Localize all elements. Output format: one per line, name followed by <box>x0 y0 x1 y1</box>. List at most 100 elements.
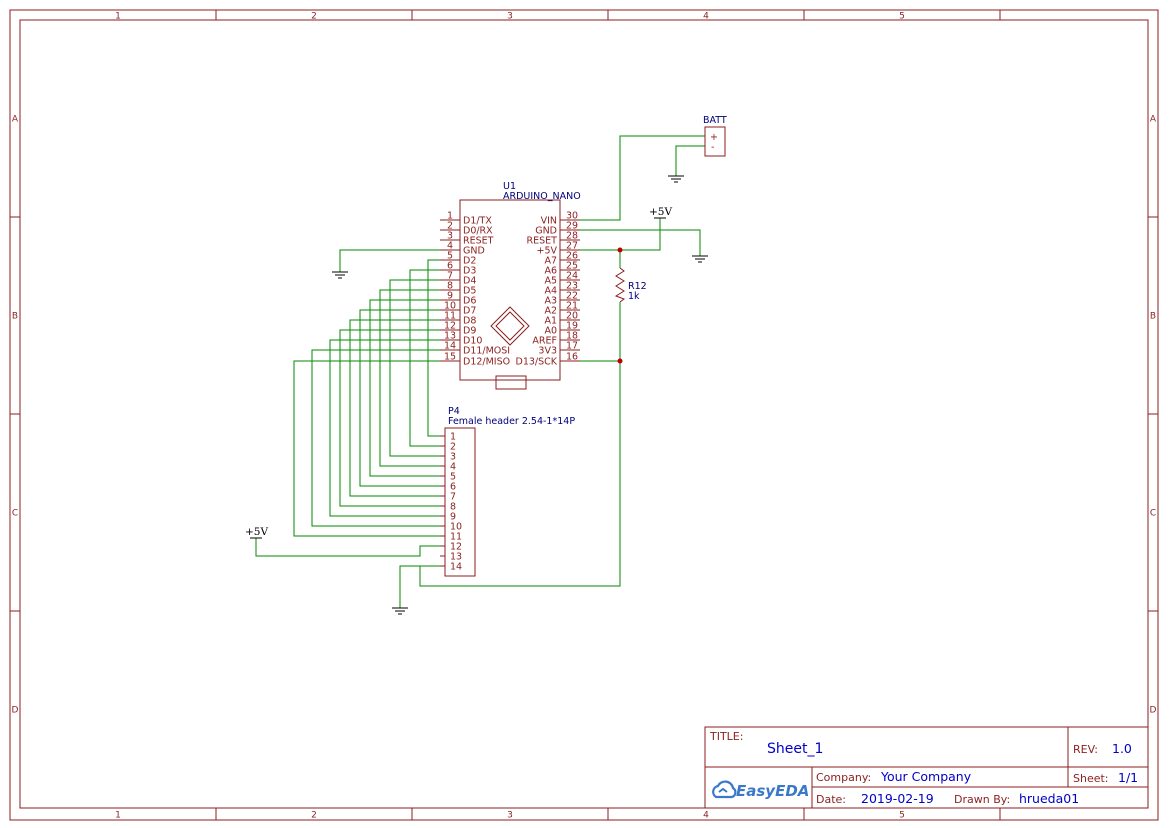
wire-d9 <box>339 329 440 507</box>
frame-column-label: 3 <box>507 811 513 821</box>
wire-d5 <box>379 289 440 467</box>
u1-pin-name: VIN <box>541 216 557 227</box>
ground-batt <box>668 175 684 183</box>
title-label: TITLE: <box>709 730 743 743</box>
company-value: Your Company <box>880 769 972 784</box>
wire-header12-5v <box>255 538 440 557</box>
batt-designator: BATT <box>703 115 727 126</box>
u1-pin-name: D5 <box>463 286 476 297</box>
u1-pin-name: A3 <box>544 296 557 307</box>
batt-body <box>704 126 726 157</box>
power-5v-left: +5V <box>245 526 268 539</box>
frame-row-label: C <box>1150 509 1156 519</box>
u1-pin-number: 18 <box>566 331 578 342</box>
rev-value: 1.0 <box>1112 741 1132 756</box>
u1-pin-name: D0/RX <box>463 226 493 237</box>
power-5v-top: +5V <box>649 206 672 219</box>
u1-pin-number: 1 <box>447 211 453 222</box>
u1-pin-name: A2 <box>544 306 557 317</box>
u1-pin-name: D3 <box>463 266 476 277</box>
u1-pin-name: +5V <box>536 246 557 257</box>
wire-header13 <box>399 565 440 608</box>
component-r12: R12 1k <box>614 267 647 303</box>
u1-pin-name: D9 <box>463 326 476 337</box>
cloud-icon <box>712 780 737 799</box>
frame-column-label: 4 <box>703 811 709 821</box>
title-value: Sheet_1 <box>767 741 823 757</box>
u1-pin-name: D2 <box>463 256 476 267</box>
p4-pin-number: 3 <box>450 452 456 463</box>
p4-body <box>444 427 476 577</box>
u1-pin-name: A7 <box>544 256 557 267</box>
junctions <box>617 247 623 364</box>
u1-pin-number: 29 <box>566 221 578 232</box>
frame-column-label: 1 <box>115 12 121 22</box>
p4-pin-number: 13 <box>450 552 462 563</box>
u1-pin-number: 19 <box>566 321 578 332</box>
u1-pin-name: D11/MOSI <box>463 346 510 357</box>
p4-pin-number: 12 <box>450 542 462 553</box>
u1-pin-number: 24 <box>566 271 578 282</box>
wire-d4 <box>389 279 440 457</box>
batt-plus: + <box>710 132 718 143</box>
u1-pin-name: RESET <box>527 236 558 247</box>
u1-pin-number: 13 <box>444 331 456 342</box>
sheet-value: 1/1 <box>1118 770 1138 785</box>
u1-pin-number: 27 <box>566 241 578 252</box>
wire-gnd-29 <box>580 229 701 256</box>
u1-pin-number: 10 <box>444 301 456 312</box>
power-5v-left-label: +5V <box>245 526 268 538</box>
u1-pin-name: D12/MISO <box>463 357 510 368</box>
u1-pin-number: 5 <box>447 251 453 262</box>
frame-column-label: 2 <box>311 12 317 22</box>
u1-pin-name: 3V3 <box>538 346 557 357</box>
frame-row-label: B <box>12 312 18 322</box>
drawn-by-value: hrueda01 <box>1019 791 1079 806</box>
p4-designator: P4 <box>448 406 460 417</box>
p4-pin-number: 2 <box>450 442 456 453</box>
p4-pin-number: 9 <box>450 512 456 523</box>
wire-d11 <box>311 349 440 527</box>
u1-pin-number: 25 <box>566 261 578 272</box>
u1-pin-number: 6 <box>447 261 453 272</box>
wire-d12 <box>293 360 440 537</box>
u1-pin-number: 3 <box>447 231 453 242</box>
wire-d2 <box>427 259 440 437</box>
frame-row-label: A <box>1150 115 1157 125</box>
ground-u1-4 <box>332 271 348 279</box>
u1-pin-name: AREF <box>532 336 557 347</box>
u1-pin-name: D7 <box>463 306 476 317</box>
junction-d13 <box>617 358 623 364</box>
u1-pin-name: D13/SCK <box>516 357 558 368</box>
u1-mcu-chip <box>490 306 530 346</box>
component-p4: P4 Female header 2.54-1*14P 123456789101… <box>440 406 575 577</box>
u1-pin-number: 26 <box>566 251 578 262</box>
u1-pin-number: 12 <box>444 321 456 332</box>
p4-pin-number: 7 <box>450 492 456 503</box>
ground-u1-29 <box>692 255 708 263</box>
u1-pin-number: 4 <box>447 241 453 252</box>
power-5v-top-label: +5V <box>649 206 672 218</box>
p4-name: Female header 2.54-1*14P <box>448 416 575 427</box>
u1-pin-name: D1/TX <box>463 216 492 227</box>
wire-d6 <box>369 299 440 477</box>
r12-value: 1k <box>628 291 640 302</box>
u1-pin-number: 7 <box>447 271 453 282</box>
u1-pin-name: D4 <box>463 276 476 287</box>
sheet-label: Sheet: <box>1073 772 1109 785</box>
u1-pin-name: GND <box>463 246 485 257</box>
frame-column-label: 4 <box>703 12 709 22</box>
u1-usb-connector <box>495 375 527 390</box>
frame-column-label: 1 <box>115 811 121 821</box>
wire-d10 <box>329 339 440 517</box>
p4-pin-number: 14 <box>450 562 462 573</box>
p4-pin-number: 6 <box>450 482 456 493</box>
frame-column-label: 5 <box>899 12 905 22</box>
wire-d3 <box>409 269 440 447</box>
u1-pin-name: D10 <box>463 336 482 347</box>
batt-minus: - <box>711 142 714 153</box>
u1-pin-number: 15 <box>444 352 456 363</box>
component-batt: BATT + - <box>703 115 727 157</box>
frame-row-label: B <box>1150 312 1156 322</box>
